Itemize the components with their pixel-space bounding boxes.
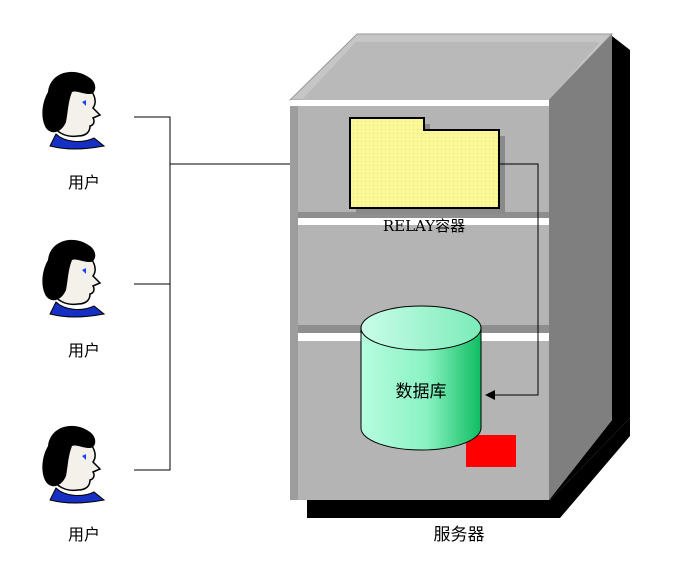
container-label: RELAY容器 [383, 217, 465, 235]
server-side [549, 34, 612, 500]
server-shadow-base [307, 500, 550, 518]
status-indicator [466, 435, 516, 467]
user-icon [41, 71, 105, 150]
user-icon [41, 239, 105, 318]
user-label: 用户 [68, 525, 100, 544]
user-label: 用户 [68, 341, 100, 360]
relay-container: RELAY容器 [349, 117, 505, 235]
database-label: 数据库 [396, 382, 447, 402]
user-3: 用户 [41, 425, 105, 544]
user-2: 用户 [41, 239, 105, 360]
server-label: 服务器 [434, 525, 485, 545]
shelf-divider [298, 212, 549, 218]
folder-icon [349, 117, 500, 209]
user-label: 用户 [68, 173, 100, 192]
user-icon [41, 425, 105, 504]
database-icon [360, 327, 482, 451]
container-db-connector [485, 163, 539, 400]
database: 数据库 [360, 305, 482, 451]
user-1: 用户 [41, 71, 105, 192]
server: 服务器 [288, 33, 630, 545]
